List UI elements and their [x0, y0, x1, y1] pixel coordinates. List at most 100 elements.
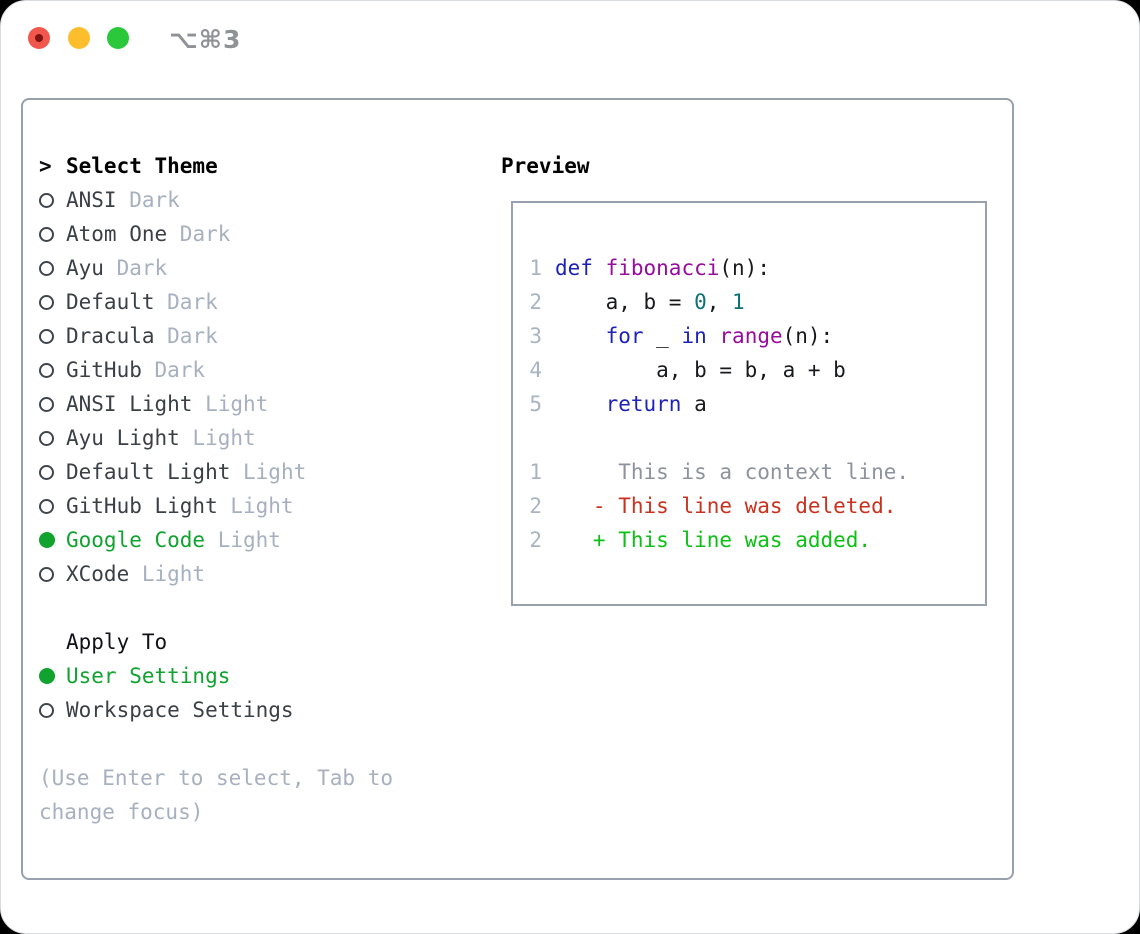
theme-option[interactable]: Ayu Dark	[39, 251, 469, 285]
code-line: 2 - This line was deleted.	[529, 489, 985, 523]
code-token: - This line was deleted.	[555, 494, 897, 518]
theme-variant: Light	[129, 562, 206, 586]
radio-icon	[39, 702, 66, 718]
radio-icon	[39, 362, 66, 378]
zoom-button[interactable]	[107, 27, 129, 49]
apply-to-label: Workspace Settings	[66, 698, 294, 722]
theme-name: ANSI	[66, 188, 117, 212]
code-line: 3 for _ in range(n):	[529, 319, 985, 353]
code-line: 4 a, b = b, a + b	[529, 353, 985, 387]
code-content: for _ in range(n):	[555, 319, 834, 353]
select-theme-heading-row: > Select Theme	[39, 149, 469, 183]
code-content: def fibonacci(n):	[555, 251, 770, 285]
spacer	[39, 591, 469, 625]
radio-icon	[39, 566, 66, 582]
theme-option[interactable]: Atom One Dark	[39, 217, 469, 251]
theme-option[interactable]: ANSI Light Light	[39, 387, 469, 421]
preview-heading: Preview	[501, 154, 590, 178]
code-token: a, b = b, a + b	[555, 358, 846, 382]
code-content: This is a context line.	[555, 455, 909, 489]
code-token: _	[643, 324, 682, 348]
theme-option[interactable]: GitHub Light Light	[39, 489, 469, 523]
line-number: 1	[529, 256, 542, 280]
radio-icon	[39, 294, 66, 310]
theme-variant: Dark	[154, 290, 218, 314]
code-token: ,	[706, 290, 733, 314]
theme-name: Dracula	[66, 324, 155, 348]
code-token: (n):	[782, 324, 834, 348]
close-button[interactable]	[28, 27, 50, 49]
code-token: This is a context line.	[555, 460, 910, 484]
apply-to-option[interactable]: Workspace Settings	[39, 693, 469, 727]
spacer	[39, 727, 469, 761]
code-line: 5 return a	[529, 387, 985, 421]
code-token: fibonacci	[605, 256, 720, 280]
radio-icon	[39, 328, 66, 344]
theme-name: ANSI Light	[66, 392, 193, 416]
theme-name: GitHub Light	[66, 494, 218, 518]
theme-name: XCode	[66, 562, 130, 586]
theme-option[interactable]: Default Light Light	[39, 455, 469, 489]
code-token	[707, 324, 720, 348]
theme-name: Ayu Light	[66, 426, 180, 450]
blank-line	[529, 421, 985, 455]
theme-option[interactable]: Default Dark	[39, 285, 469, 319]
code-line: 1 def fibonacci(n):	[529, 251, 985, 285]
theme-variant: Light	[205, 528, 281, 552]
code-content: a, b = 0, 1	[555, 285, 745, 319]
line-number: 2	[529, 494, 542, 518]
theme-option[interactable]: Dracula Dark	[39, 319, 469, 353]
apply-to-heading: Apply To	[66, 630, 168, 654]
code-token: + This line was added.	[555, 528, 872, 552]
theme-variant: Light	[217, 494, 294, 518]
apply-to-label: User Settings	[66, 664, 231, 688]
theme-option[interactable]: XCode Light	[39, 557, 469, 591]
radio-icon	[39, 226, 66, 242]
theme-name: Google Code	[66, 528, 206, 552]
theme-variant: Light	[230, 460, 307, 484]
line-number: 2	[529, 290, 542, 314]
code-token: in	[681, 324, 707, 348]
code-token: for	[605, 324, 644, 348]
keyboard-hint: (Use Enter to select, Tab to change focu…	[39, 766, 394, 824]
radio-icon	[39, 396, 66, 412]
code-content: return a	[555, 387, 707, 421]
code-token	[555, 392, 606, 416]
select-theme-heading: Select Theme	[66, 154, 218, 178]
theme-name: Default	[66, 290, 155, 314]
line-number: 1	[529, 460, 542, 484]
radio-icon	[39, 430, 66, 446]
radio-icon	[39, 260, 66, 276]
apply-to-option[interactable]: User Settings	[39, 659, 469, 693]
titlebar: ⌥⌘3	[1, 1, 1139, 75]
code-token	[555, 324, 606, 348]
code-token: 1	[732, 290, 745, 314]
line-number: 2	[529, 528, 542, 552]
theme-variant: Dark	[154, 324, 218, 348]
line-number	[529, 421, 542, 455]
code-line: 1 This is a context line.	[529, 455, 985, 489]
code-token: a	[681, 392, 707, 416]
code-token: range	[719, 324, 783, 348]
theme-option[interactable]: Ayu Light Light	[39, 421, 469, 455]
theme-option[interactable]: GitHub Dark	[39, 353, 469, 387]
theme-option[interactable]: Google Code Light	[39, 523, 469, 557]
theme-variant: Light	[179, 426, 256, 450]
minimize-button[interactable]	[68, 27, 90, 49]
code-line: 2 a, b = 0, 1	[529, 285, 985, 319]
theme-name: Atom One	[66, 222, 168, 246]
code-token: def	[555, 256, 593, 280]
line-number: 5	[529, 392, 542, 416]
theme-variant: Dark	[167, 222, 231, 246]
line-number: 4	[529, 358, 542, 382]
theme-variant: Dark	[103, 256, 168, 280]
theme-option[interactable]: ANSI Dark	[39, 183, 469, 217]
radio-icon	[39, 192, 66, 208]
code-content: a, b = b, a + b	[555, 353, 846, 387]
